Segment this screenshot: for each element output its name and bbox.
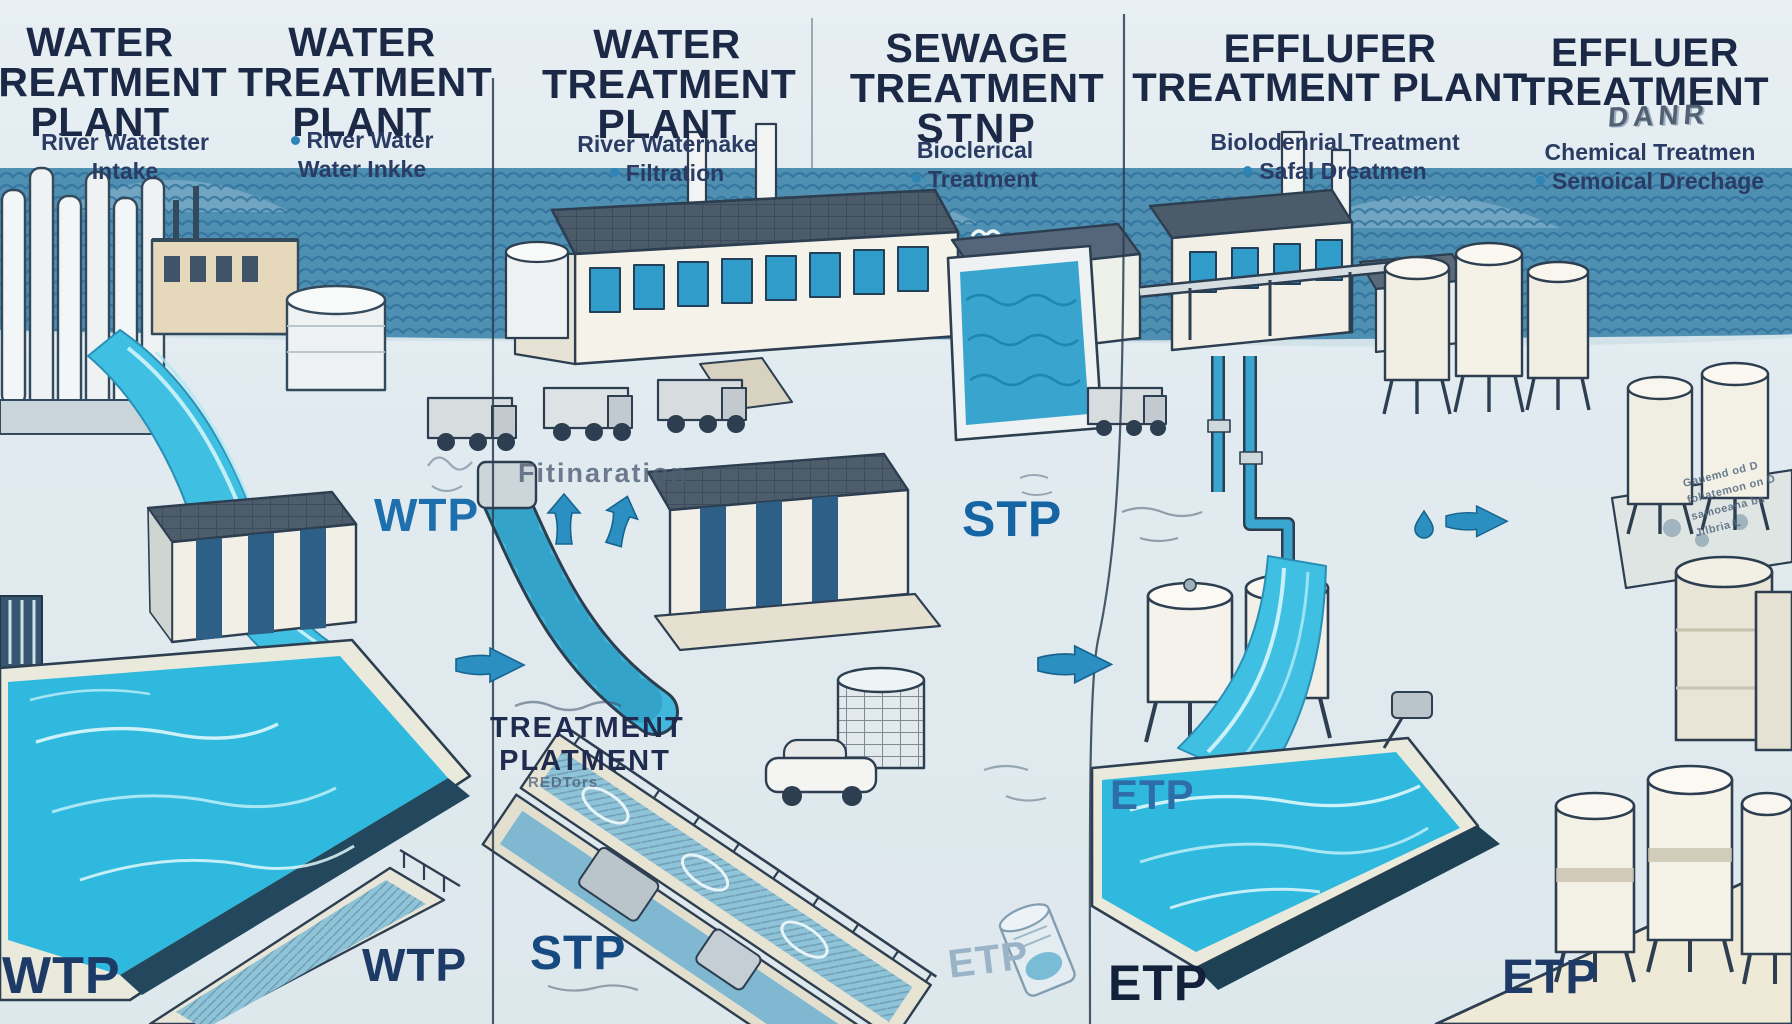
leg-tank [1144,578,1236,743]
divider-line [1088,13,1126,1024]
scribble-illegible [427,456,473,493]
flow-arrow-up-icon [604,495,639,548]
flow-arrow-right-icon [1037,644,1114,685]
scribble-illegible [514,700,622,712]
grid-tank [836,666,926,770]
flow-arrow-right-icon [455,646,526,684]
leg-tank [1453,241,1525,413]
leg-tank [1554,791,1636,983]
droplet-icon [1414,509,1434,539]
truck [542,386,633,441]
flow-arrows [455,492,1509,685]
truck [1086,386,1167,436]
clarifier-house [646,452,942,652]
settling-basin [148,848,461,1024]
scribble-illegible [1019,474,1053,496]
clarifier-house [146,490,358,644]
aeration-basin [946,244,1104,442]
aeration-channels [481,728,938,1024]
truck-row [426,378,747,451]
wtp-scene [0,166,473,1024]
treatment-building [513,122,960,411]
scraper-machine [695,928,762,991]
panel-dividers [491,13,1126,1024]
tank-trio [1382,241,1591,415]
railing [569,728,938,978]
effluent-pipes [1207,356,1295,566]
truck [656,378,747,433]
scribble-illegible [547,984,639,992]
flow-arrow-right-icon [1445,504,1509,538]
etp-pool [1090,691,1500,990]
leg-tank [1382,255,1452,415]
cylinder-doodle [998,903,1076,997]
shoreline [0,330,1792,356]
basin-railing [399,848,461,888]
scribble-illegible [983,764,1047,802]
leg-tank [1646,764,1734,973]
leg-tank [1626,375,1694,535]
silo-tank [504,240,570,340]
big-tank [1754,590,1792,752]
storage-tank [285,284,387,392]
flow-arrow-up-icon [546,492,582,545]
pipe-elbow [476,460,538,510]
leg-tank [1740,791,1792,985]
scribble-illegible [1121,506,1203,543]
intake-weir [0,595,43,669]
truck [426,396,517,451]
intake-building [150,186,300,336]
wtp-pool [0,638,472,1002]
tank-farm [1434,361,1792,1024]
etp-scene [946,130,1792,1024]
skimmer-machine [1391,691,1433,719]
window-row [589,246,929,313]
scraper-machine [578,846,660,922]
leg-tank [1525,260,1591,411]
leg-tank [1700,361,1770,531]
car [764,738,878,806]
stp-scene [426,122,960,1024]
